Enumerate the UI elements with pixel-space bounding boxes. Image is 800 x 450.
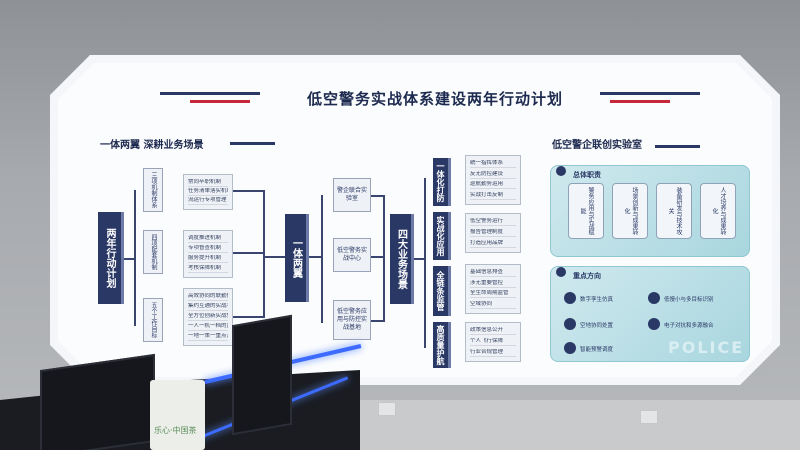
one-body-two-wings-box: 一体两翼	[285, 214, 309, 302]
list-item: 基础信息排查	[470, 269, 516, 278]
direction-item: 智能预警调度	[580, 347, 614, 353]
shield-icon	[564, 318, 576, 330]
connector	[414, 258, 424, 260]
list-item: 任务清单落实机制	[188, 187, 228, 196]
list-item: 实战打击反制	[470, 192, 516, 200]
connector	[371, 195, 383, 197]
title-stripe-right	[600, 92, 700, 95]
list-item: 一地一策一重点治理	[188, 333, 228, 341]
duty-card: 警务应用与实战赋能	[568, 183, 604, 239]
connector	[321, 195, 323, 323]
list-item: 反无防控建设	[470, 171, 516, 179]
title-stripe-left-red	[190, 100, 250, 103]
direction-item: 空地协同处置	[580, 323, 614, 329]
list-item: 集约互通的实战平台	[188, 303, 228, 311]
wing-item: 低空警务实战中心	[333, 238, 371, 272]
group-label: 三项机制体系	[143, 168, 163, 212]
connector	[134, 190, 136, 326]
list-item: 政策信息公开	[470, 327, 516, 336]
connector	[371, 320, 383, 322]
group-items-list: 常同卒职机制 任务清单落实机制 流运行专项管理	[183, 174, 233, 210]
bag-print: 乐心·中国茶	[154, 426, 197, 435]
plan-root-box: 两年行动计划	[98, 212, 124, 304]
directions-title: 重点方向	[573, 272, 601, 280]
group-items-list: 高效协同的联勤体系 集约互通的实战平台 全方位创新实战警务 一人一机一档的监管 …	[183, 288, 233, 346]
list-item: 调度推进机制	[188, 235, 228, 243]
list-item: 流运行专项管理	[188, 197, 228, 206]
group-label: 五个工作目标	[143, 298, 163, 342]
group-label: 四项配套机制	[143, 230, 163, 274]
police-watermark: POLICE	[668, 338, 745, 357]
connector	[383, 195, 385, 322]
list-item: 高效协同的联勤体系	[188, 293, 228, 301]
right-section-stripe	[655, 145, 700, 148]
list-item: 一人一机一档的监管	[188, 323, 228, 331]
cube-icon	[564, 292, 576, 304]
paper-bag	[150, 380, 205, 450]
scene-items-list: 政策信息公开 个人飞行保障 行业合规管理	[465, 322, 521, 362]
direction-item: 数字孪生仿真	[580, 297, 614, 303]
scene-items-list: 统一指挥体系 反无防控建设 巡航勤务运用 实战打击反制	[465, 155, 521, 205]
list-item: 个人飞行保障	[470, 338, 516, 346]
title-stripe-right-red	[610, 100, 670, 103]
list-item: 涉无重要管控	[470, 280, 516, 288]
list-item: 常同卒职机制	[188, 179, 228, 187]
scene-category: 一体化打防	[433, 158, 451, 206]
drone-icon	[648, 292, 660, 304]
scene-items-list: 基础信息排查 涉无重要管控 全生命周期监管 空域协同	[465, 264, 521, 314]
list-item: 报告管理制度	[470, 229, 516, 237]
duty-card: 装备研发与技术攻关	[656, 183, 692, 239]
list-item: 打造应用品牌	[470, 240, 516, 248]
connector	[424, 178, 426, 348]
scene-category: 高质量护航	[433, 322, 451, 368]
board-title: 低空警务实战体系建设两年行动计划	[306, 90, 563, 108]
wing-item: 低空警务应用与防控实战基地	[333, 300, 371, 340]
title-stripe-left	[160, 92, 260, 95]
right-section-title: 低空警企联创实验室	[552, 140, 642, 151]
list-item: 低空警务运行	[470, 218, 516, 227]
connector	[233, 316, 263, 318]
list-item: 专项督查机制	[188, 245, 228, 253]
four-business-scenes-box: 四大业务场景	[390, 214, 414, 304]
direction-item: 低慢小与多目标识别	[664, 297, 714, 303]
list-item: 全方位创新实战警务	[188, 313, 228, 321]
scene-items-list: 低空警务运行 报告管理制度 打造应用品牌	[465, 213, 521, 253]
left-section-stripe	[230, 142, 275, 145]
connector	[263, 190, 265, 318]
group-items-list: 调度推进机制 专项督查机制 服务提升机制 考核保障机制	[183, 230, 233, 278]
wall-outlet	[640, 410, 658, 424]
list-item: 空域协同	[470, 301, 516, 309]
list-item: 考核保障机制	[188, 265, 228, 273]
target-icon	[556, 166, 566, 176]
duties-title: 总体职责	[573, 171, 601, 179]
wall-outlet	[378, 402, 396, 416]
connector	[233, 252, 263, 254]
wing-item: 警企联合实验室	[333, 178, 371, 212]
compass-icon	[556, 267, 566, 277]
scene-category: 实战化应用	[433, 212, 451, 260]
list-item: 全生命周期监管	[470, 290, 516, 299]
list-item: 巡航勤务运用	[470, 181, 516, 190]
list-item: 统一指挥体系	[470, 160, 516, 169]
duty-card: 人才培养与成果转化	[700, 183, 736, 239]
connector	[233, 190, 263, 192]
connector	[265, 256, 285, 258]
list-item: 行业合规管理	[470, 349, 516, 357]
chip-icon	[648, 318, 660, 330]
scene-category: 全链条监管	[433, 266, 451, 316]
connector	[309, 256, 321, 258]
computer-monitor	[40, 353, 155, 450]
direction-item: 电子对抗和多源融合	[664, 323, 714, 329]
directions-panel: 重点方向	[550, 266, 750, 362]
left-section-title: 一体两翼 深耕业务场景	[100, 140, 204, 151]
duty-card: 场景创新与成果转化	[612, 183, 648, 239]
connector	[371, 256, 383, 258]
computer-monitor	[232, 314, 292, 436]
list-item: 服务提升机制	[188, 255, 228, 263]
connector	[124, 258, 134, 260]
radar-icon	[564, 342, 576, 354]
